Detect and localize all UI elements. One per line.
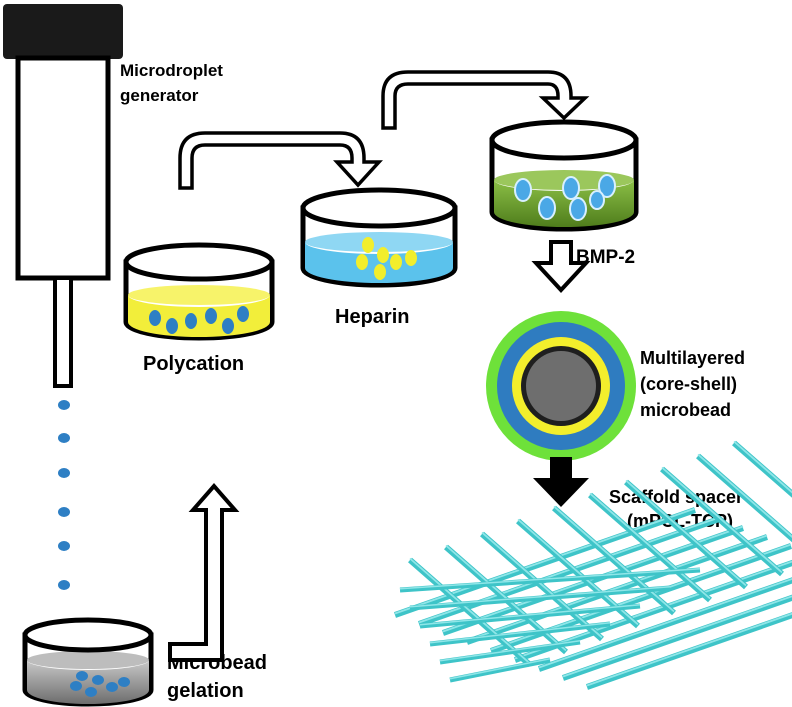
scaffold-strut-highlight bbox=[586, 612, 792, 687]
droplet bbox=[58, 580, 70, 590]
scaffold-strut-highlight bbox=[481, 531, 603, 639]
generator-label-line1: Microdroplet bbox=[120, 61, 223, 80]
scaffold-lattice bbox=[394, 440, 792, 690]
scaffold-strut-highlight bbox=[394, 507, 696, 615]
droplet bbox=[58, 433, 70, 443]
polycation-label: Polycation bbox=[143, 353, 244, 375]
scaffold-strut bbox=[418, 516, 720, 627]
scaffold-strut-highlight bbox=[449, 658, 551, 680]
scaffold-strut bbox=[586, 612, 792, 690]
scaffold-strut bbox=[624, 479, 748, 590]
scaffold-strut bbox=[408, 557, 532, 668]
scaffold-strut-highlight bbox=[429, 622, 611, 644]
syringe-needle bbox=[53, 276, 73, 388]
scaffold-label-line1: Scaffold spacer bbox=[609, 487, 743, 507]
droplet bbox=[58, 400, 70, 410]
droplet bbox=[58, 541, 70, 551]
arrow-heparin-to-bmp2 bbox=[381, 70, 590, 130]
scaffold-strut bbox=[588, 492, 712, 603]
scaffold-strut bbox=[660, 466, 784, 577]
scaffold-strut bbox=[419, 603, 641, 629]
scaffold-strut-highlight bbox=[589, 492, 711, 600]
scaffold-strut-highlight bbox=[697, 453, 792, 538]
scaffold-strut bbox=[538, 577, 792, 672]
scaffold-strut bbox=[442, 525, 744, 636]
scaffold-strut bbox=[732, 440, 792, 498]
heparin-label: Heparin bbox=[335, 306, 409, 328]
droplet bbox=[58, 468, 70, 478]
scaffold-strut-highlight bbox=[661, 466, 783, 574]
scaffold-strut bbox=[399, 567, 701, 593]
scaffold-strut-highlight bbox=[562, 595, 792, 678]
scaffold-strut bbox=[449, 657, 551, 683]
syringe-cap bbox=[3, 4, 123, 59]
scaffold-strut-highlight bbox=[439, 640, 581, 662]
scaffold-strut bbox=[696, 453, 792, 543]
droplets bbox=[58, 400, 70, 590]
scaffold-strut-highlight bbox=[625, 479, 747, 587]
down-arrow-bmp2 bbox=[531, 240, 591, 293]
microbead-label-line3: microbead bbox=[640, 400, 731, 420]
solid-down-arrow bbox=[533, 457, 589, 507]
scaffold-strut bbox=[429, 621, 611, 647]
scaffold-strut bbox=[394, 507, 696, 618]
scaffold-strut-highlight bbox=[399, 568, 701, 590]
scaffold-strut-highlight bbox=[409, 557, 531, 665]
scaffold-strut bbox=[409, 585, 671, 611]
generator-label-line2: generator bbox=[120, 86, 199, 105]
scaffold-strut bbox=[439, 639, 581, 665]
scaffold-strut bbox=[562, 594, 792, 681]
up-arrow bbox=[168, 482, 240, 662]
scaffold-strut-highlight bbox=[419, 604, 641, 626]
syringe-barrel bbox=[15, 55, 111, 281]
scaffold-strut bbox=[480, 531, 604, 642]
microdroplet-generator bbox=[3, 4, 123, 388]
bmp2-label: BMP-2 bbox=[576, 247, 635, 268]
heparin-dish bbox=[300, 187, 458, 288]
gelation-dish bbox=[22, 617, 154, 707]
bmp2-dish bbox=[489, 119, 639, 232]
scaffold-strut bbox=[466, 534, 768, 645]
arrow-polycation-to-heparin bbox=[178, 131, 383, 190]
scaffold-strut-highlight bbox=[553, 505, 675, 613]
multilayered-microbead bbox=[486, 311, 636, 461]
scaffold-strut-highlight bbox=[409, 586, 671, 608]
scaffold-strut-highlight bbox=[538, 577, 792, 669]
polycation-dish bbox=[123, 242, 275, 341]
gelation-label-line2: gelation bbox=[167, 680, 244, 702]
scaffold-strut-highlight bbox=[466, 534, 768, 642]
microbead-label-line2: (core-shell) bbox=[640, 374, 737, 394]
scaffold-strut-highlight bbox=[733, 440, 792, 494]
droplet bbox=[58, 507, 70, 517]
scaffold-strut bbox=[552, 505, 676, 616]
microbead-label-line1: Multilayered bbox=[640, 348, 745, 368]
